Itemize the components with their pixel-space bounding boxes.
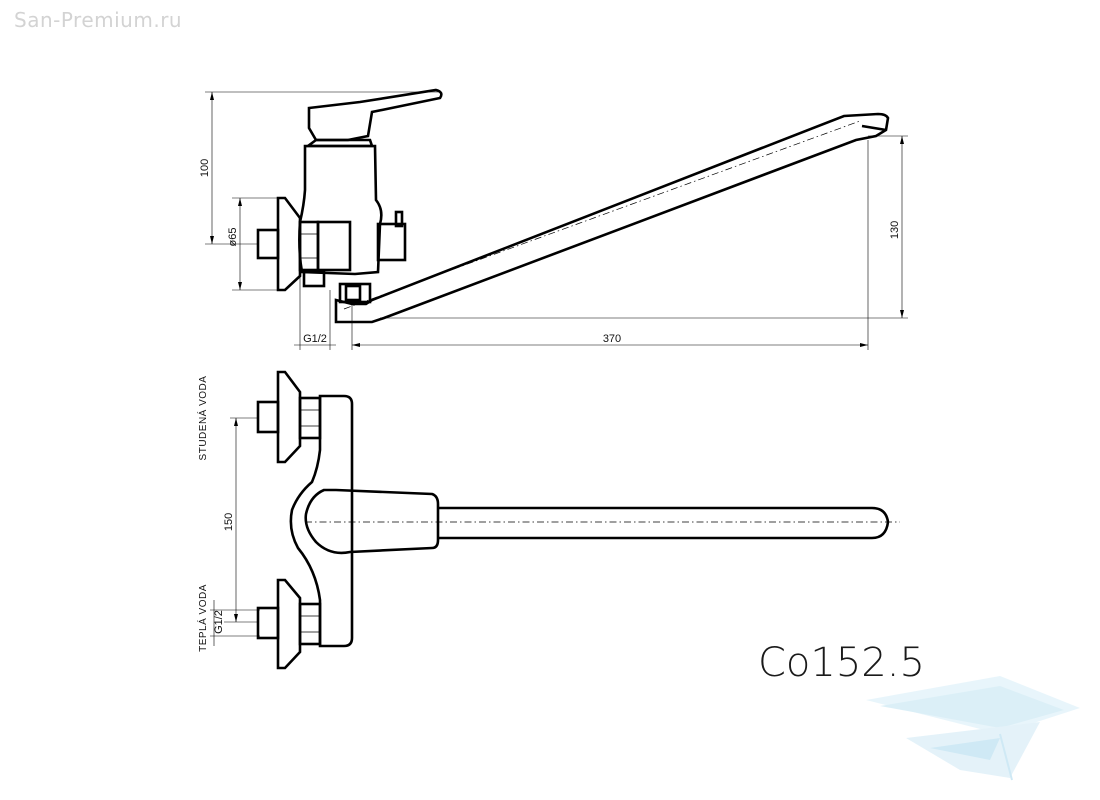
plan-dimensions: 150 G1/2 STUDENÁ VODA TEPLÁ VODA (196, 376, 260, 652)
plan-lever (304, 488, 440, 555)
plan-view (256, 370, 900, 670)
plan-flange-top (276, 370, 302, 464)
spout-collar (338, 282, 372, 304)
dim-spout-height: 130 (889, 221, 901, 239)
side-dimensions: 100 ø65 130 370 G1/2 (199, 91, 908, 350)
plan-flange-bottom (276, 578, 302, 670)
thread-stub (302, 270, 326, 288)
plan-body (289, 394, 354, 648)
side-view (256, 88, 890, 324)
bathtub-logo (866, 676, 1080, 781)
lever-handle (307, 88, 443, 142)
diverter-knob (376, 222, 407, 262)
plan-inlet-bottom (256, 606, 280, 640)
wall-flange (276, 196, 302, 292)
inlet-pipe (256, 228, 280, 260)
plan-inlet-top (256, 400, 280, 434)
dim-flange-diameter: ø65 (227, 228, 239, 247)
dim-spout-reach: 370 (603, 333, 621, 345)
eccentric-connector (316, 220, 352, 272)
plan-nut-top (298, 396, 322, 440)
site-watermark: San-Premium.ru (14, 8, 183, 32)
dim-thread-side: G1/2 (303, 333, 327, 345)
model-code: Co152.5 (758, 640, 925, 686)
collar-inner (344, 284, 362, 302)
dim-thread-plan: G1/2 (213, 610, 225, 634)
label-hot-water: TEPLÁ VODA (196, 584, 209, 652)
coupling-nut (298, 220, 320, 272)
dim-inlet-spacing: 150 (223, 513, 235, 531)
spout-tube (334, 112, 890, 324)
mixer-body (298, 144, 383, 276)
label-cold-water: STUDENÁ VODA (196, 376, 209, 461)
dim-height-body: 100 (199, 159, 211, 177)
plan-nut-bottom (298, 602, 322, 646)
diverter-button (394, 210, 404, 228)
plan-spout (438, 506, 890, 540)
